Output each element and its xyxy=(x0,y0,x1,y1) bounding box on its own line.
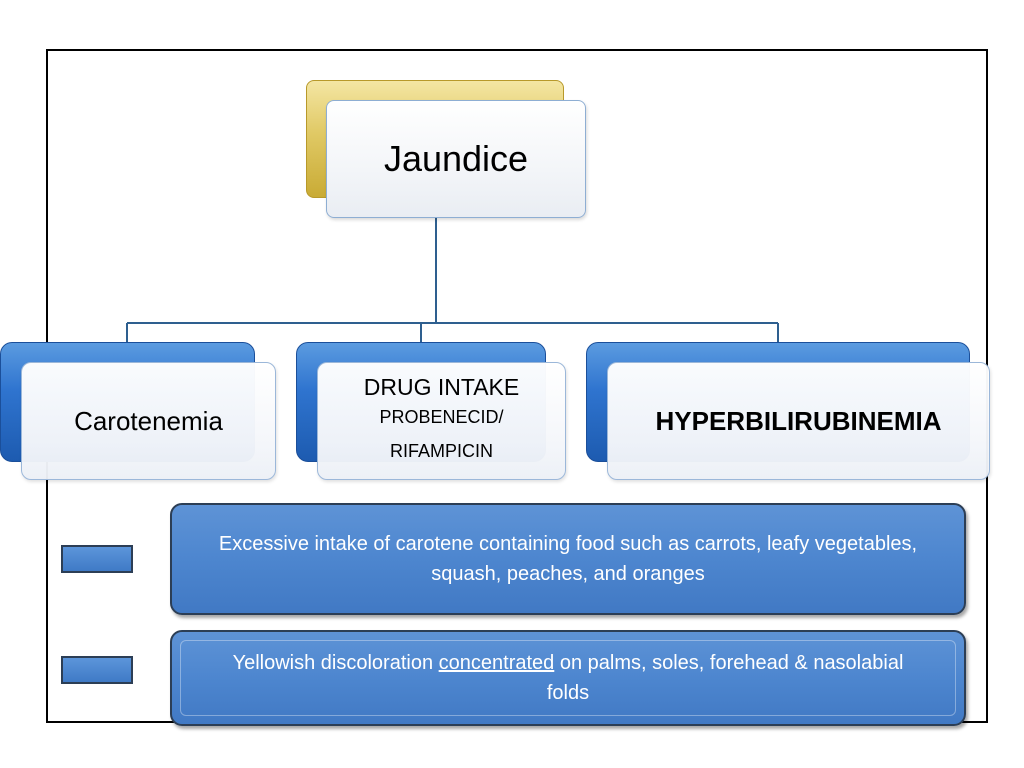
child-node-carotenemia-label: Carotenemia xyxy=(74,405,223,436)
child-node-drug-intake-title: DRUG INTAKE xyxy=(363,374,520,400)
child-node-carotenemia: Carotenemia xyxy=(21,362,276,480)
info-text-underlined: concentrated xyxy=(438,652,555,674)
root-node-label: Jaundice xyxy=(383,138,529,179)
child-node-hyperbilirubinemia: HYPERBILIRUBINEMIA xyxy=(607,362,990,480)
info-text-before: Yellowish discoloration xyxy=(232,652,439,674)
bullet-marker xyxy=(61,656,133,684)
info-box-carotene-intake-text: Excessive intake of carotene containing … xyxy=(218,533,918,585)
info-box-carotene-intake: Excessive intake of carotene containing … xyxy=(170,503,966,615)
info-box-discoloration-text: Yellowish discoloration concentrated on … xyxy=(212,648,924,708)
child-node-drug-intake-line1: PROBENECID/ xyxy=(379,407,504,427)
child-node-hyperbilirubinemia-label: HYPERBILIRUBINEMIA xyxy=(655,405,942,436)
root-node: Jaundice xyxy=(326,100,586,218)
child-node-drug-intake: DRUG INTAKE PROBENECID/ RIFAMPICIN xyxy=(317,362,566,480)
child-node-drug-intake-line2: RIFAMPICIN xyxy=(389,441,493,461)
bullet-marker xyxy=(61,545,133,573)
info-box-discoloration: Yellowish discoloration concentrated on … xyxy=(170,630,966,726)
info-text-after: on palms, soles, forehead & nasolabial f… xyxy=(546,652,904,704)
